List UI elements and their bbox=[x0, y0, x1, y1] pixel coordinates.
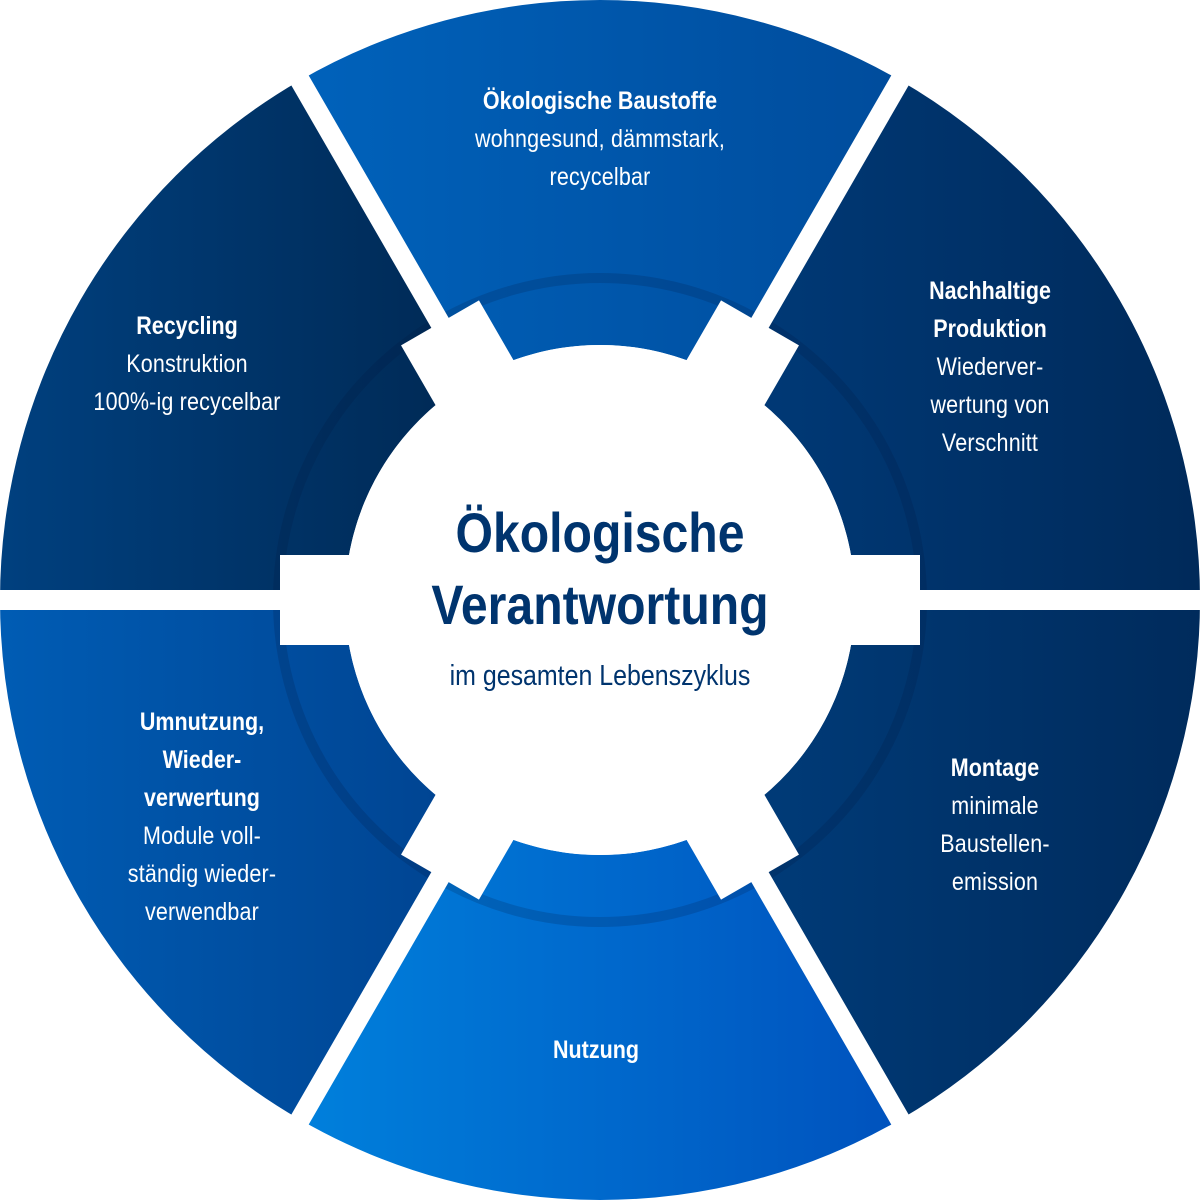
segment-shape-nutzung bbox=[300, 820, 900, 1200]
segment-title: Montage bbox=[950, 754, 1040, 782]
center-subtitle: im gesamten Lebenszyklus bbox=[449, 660, 751, 692]
segment-description: Konstruktion bbox=[126, 350, 248, 378]
segment-description: ständig wieder- bbox=[127, 860, 277, 888]
segment-description: wertung von bbox=[930, 391, 1050, 419]
segment-montage: Montage minimale Baustellen- emission bbox=[940, 749, 1049, 901]
segment-shape-baustoffe bbox=[300, 0, 900, 380]
segment-description: Wiederver- bbox=[936, 353, 1044, 381]
segment-title: Produktion bbox=[933, 315, 1047, 343]
segment-baustoffe: Ökologische Baustoffe wohngesund, dämmst… bbox=[475, 82, 725, 196]
segment-title: verwertung bbox=[144, 784, 260, 812]
segment-description: minimale bbox=[951, 792, 1039, 820]
segment-title: Nachhaltige bbox=[929, 277, 1051, 305]
segment-title: Ökologische Baustoffe bbox=[482, 87, 718, 115]
segment-description: 100%-ig recycelbar bbox=[93, 388, 281, 416]
segment-produktion: Nachhaltige Produktion Wiederver- wertun… bbox=[929, 272, 1051, 462]
segment-description: emission bbox=[951, 868, 1039, 896]
segment-title: Nutzung bbox=[553, 1036, 639, 1064]
segment-shape-produktion bbox=[727, 80, 1200, 600]
segment-shape-recycling bbox=[0, 80, 473, 600]
segment-recycling: Recycling Konstruktion 100%-ig recycelba… bbox=[93, 307, 280, 421]
segment-seam-baustoffe bbox=[436, 273, 764, 326]
segment-title: Recycling bbox=[136, 312, 238, 340]
segment-seam-nutzung bbox=[436, 874, 764, 927]
segment-description: recycelbar bbox=[549, 163, 651, 191]
segment-seam-montage bbox=[758, 599, 927, 884]
segment-description: Baustellen- bbox=[940, 830, 1050, 858]
segment-description: verwendbar bbox=[144, 898, 260, 926]
segment-title: Umnutzung, bbox=[139, 708, 265, 736]
segment-description: Verschnitt bbox=[941, 429, 1039, 457]
segment-nutzung: Nutzung bbox=[553, 1031, 639, 1069]
center-title-line: Ökologische bbox=[455, 501, 745, 564]
center-hub bbox=[345, 345, 855, 855]
segment-umnutzung: Umnutzung, Wieder- verwertung Module vol… bbox=[128, 703, 276, 931]
segment-seam-produktion bbox=[758, 316, 927, 601]
segment-description: Module voll- bbox=[143, 822, 261, 850]
segment-shape-montage bbox=[727, 600, 1200, 1120]
segment-description: wohngesund, dämmstark, bbox=[475, 125, 725, 153]
segment-seam-recycling bbox=[273, 316, 442, 601]
segment-title: Wieder- bbox=[162, 746, 242, 774]
segment-shape-umnutzung bbox=[0, 600, 473, 1120]
center-title: Ökologische Verantwortung bbox=[359, 497, 841, 641]
center-title-line: Verantwortung bbox=[431, 573, 769, 636]
segment-seam-umnutzung bbox=[273, 599, 442, 884]
